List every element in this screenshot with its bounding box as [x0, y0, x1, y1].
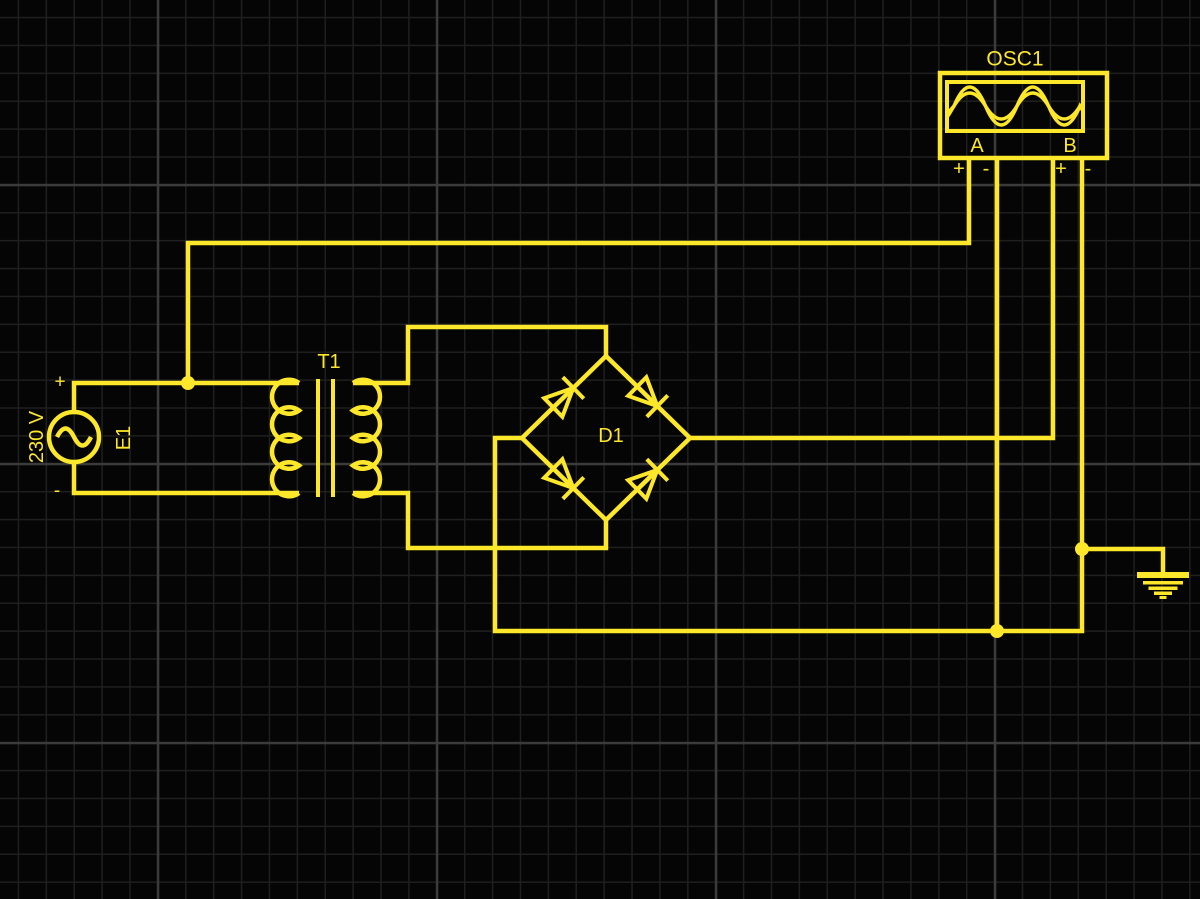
channel-b-minus-sign: - [1085, 158, 1092, 180]
oscilloscope-ref: OSC1 [986, 48, 1043, 71]
diode-top-left [540, 375, 586, 421]
bridge-diamond-outline [518, 352, 694, 524]
wire-secondary-bottom-to-bridge[interactable] [353, 490, 609, 551]
diode-triangle [624, 466, 661, 503]
diode-cathode-bar [645, 457, 670, 483]
wire-to-ground[interactable] [1082, 546, 1166, 574]
diode-triangle [540, 384, 577, 421]
ground-bar [1148, 586, 1178, 590]
diode-triangle [540, 455, 577, 492]
channel-b-label: B [1063, 135, 1076, 157]
ac-source-ref: E1 [113, 426, 135, 450]
wire-source-bottom-to-primary[interactable] [71, 462, 299, 496]
ac-source-minus-sign: - [54, 481, 60, 502]
oscilloscope-osc1[interactable]: OSC1 A B + - + - [937, 48, 1110, 181]
oscilloscope-screen [945, 80, 1085, 133]
diode-cathode-bar [645, 393, 670, 419]
ground-bar [1137, 572, 1189, 578]
junctions [181, 376, 1089, 638]
ground-bar [1143, 581, 1183, 585]
transformer-primary-coil [269, 377, 303, 499]
junction-dot [181, 376, 195, 390]
wire-bridge-left-to-bottom-rail-to-osc-b-minus[interactable] [492, 158, 1085, 634]
diode-cathode-bar [561, 475, 586, 501]
ac-source-e1[interactable]: + - 230 V E1 [26, 372, 135, 502]
junction-dot [990, 624, 1004, 638]
transformer-secondary-coil [349, 377, 383, 499]
channel-a-plus-sign: + [953, 158, 965, 180]
junction-dot [1075, 542, 1089, 556]
wire-bridge-right-to-osc-b-plus[interactable] [690, 158, 1056, 441]
ground-bar [1159, 596, 1167, 599]
transformer-core [316, 379, 335, 497]
oscilloscope-body [937, 70, 1110, 161]
channel-a-minus-sign: - [983, 158, 990, 180]
diode-bottom-left [540, 455, 586, 501]
wires [71, 158, 1166, 634]
ground-bar [1154, 591, 1172, 595]
ac-source-plus-sign: + [54, 372, 65, 393]
channel-b-plus-sign: + [1055, 158, 1067, 180]
earth-ground-icon [1137, 572, 1189, 599]
diode-bridge-d1[interactable]: D1 [518, 352, 694, 524]
ac-source-value: 230 V [26, 410, 48, 463]
wire-secondary-top-to-bridge[interactable] [353, 324, 609, 386]
dual-sine-trace-icon-2 [946, 91, 1085, 121]
transformer-t1[interactable]: T1 [269, 351, 383, 499]
diode-top-right [624, 373, 670, 419]
channel-a-label: A [970, 135, 984, 157]
transformer-ref: T1 [317, 351, 340, 373]
diode-bottom-right [624, 457, 670, 503]
wire-source-top-to-primary[interactable] [71, 380, 299, 412]
diode-triangle [624, 373, 661, 410]
wire-source-to-osc-a-plus[interactable] [185, 158, 972, 383]
ground-component[interactable] [1137, 572, 1189, 599]
sine-wave-icon [54, 426, 94, 448]
diode-bridge-ref: D1 [598, 425, 624, 447]
diode-cathode-bar [561, 375, 586, 401]
ac-source-circle [46, 409, 102, 465]
